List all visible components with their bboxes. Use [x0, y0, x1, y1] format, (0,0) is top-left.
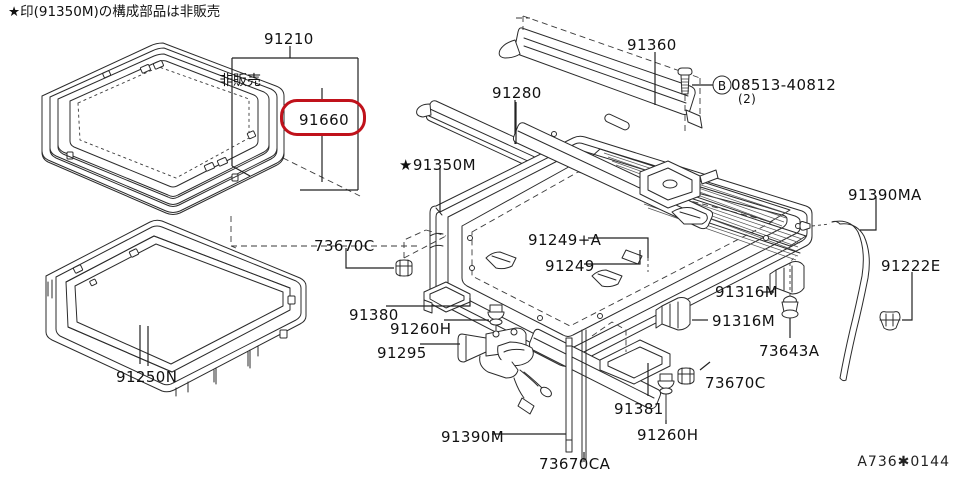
label-91316m-upper: 91316M	[715, 283, 779, 301]
grommet-73643a	[781, 255, 799, 338]
label-91350m: ★91350M	[399, 156, 476, 174]
91660-highlight-box[interactable]	[280, 99, 366, 136]
bolt-08513-40812: B	[677, 67, 732, 132]
header-note: ★印(91350M)の構成部品は非販売	[8, 4, 221, 20]
label-91390ma: 91390MA	[848, 186, 922, 204]
sunshade-91250n	[45, 219, 307, 397]
label-91250n: 91250N	[116, 368, 178, 386]
grommet-91260h-lower	[657, 373, 675, 424]
label-91360: 91360	[627, 36, 677, 54]
label-08513-quantity: (2)	[738, 92, 757, 106]
motor-91295	[420, 327, 552, 415]
rear-trim-91360	[498, 15, 703, 129]
bracket-91380	[386, 281, 471, 314]
label-91260h-upper: 91260H	[390, 320, 452, 338]
clip-91222e	[879, 272, 913, 331]
clip-91316m-lower	[655, 297, 708, 331]
drain-tube-91390m	[492, 337, 573, 453]
label-91381: 91381	[614, 400, 664, 418]
label-73670ca: 73670CA	[539, 455, 611, 473]
label-91280: 91280	[492, 84, 542, 102]
label-91380: 91380	[349, 306, 399, 324]
label-91390m: 91390M	[441, 428, 505, 446]
label-hikaibai: 非販売	[219, 73, 261, 89]
label-73670c-upper: 73670C	[314, 237, 375, 255]
label-73670c-lower: 73670C	[705, 374, 766, 392]
drawing-number: A736✱0144	[857, 454, 950, 470]
dashed-connector-bottom	[591, 321, 627, 352]
label-91660[interactable]: 91660	[299, 111, 350, 129]
label-91249: 91249	[545, 257, 595, 275]
grommet-91260h-upper	[444, 304, 505, 331]
label-91295: 91295	[377, 344, 427, 362]
label-91210: 91210	[264, 30, 314, 48]
main-frame-91350m	[429, 113, 813, 367]
nut-73670c-lower	[677, 361, 711, 385]
nut-73670c-upper	[345, 229, 447, 277]
leaders-91249	[584, 237, 649, 272]
drain-tube-73670ca	[581, 329, 587, 463]
label-73643a: 73643A	[759, 342, 820, 360]
label-91260h-lower: 91260H	[637, 426, 699, 444]
label-91316m-lower: 91316M	[712, 312, 776, 330]
label-91222e: 91222E	[881, 257, 941, 275]
glass-lid-assembly	[41, 42, 420, 249]
label-08513-40812: 08513-40812	[731, 76, 837, 94]
lower-rail-91381	[528, 328, 671, 410]
drain-hose-91390ma	[799, 196, 877, 382]
label-91249-plus-a: 91249+A	[528, 231, 602, 249]
svg-text:B: B	[718, 79, 726, 93]
